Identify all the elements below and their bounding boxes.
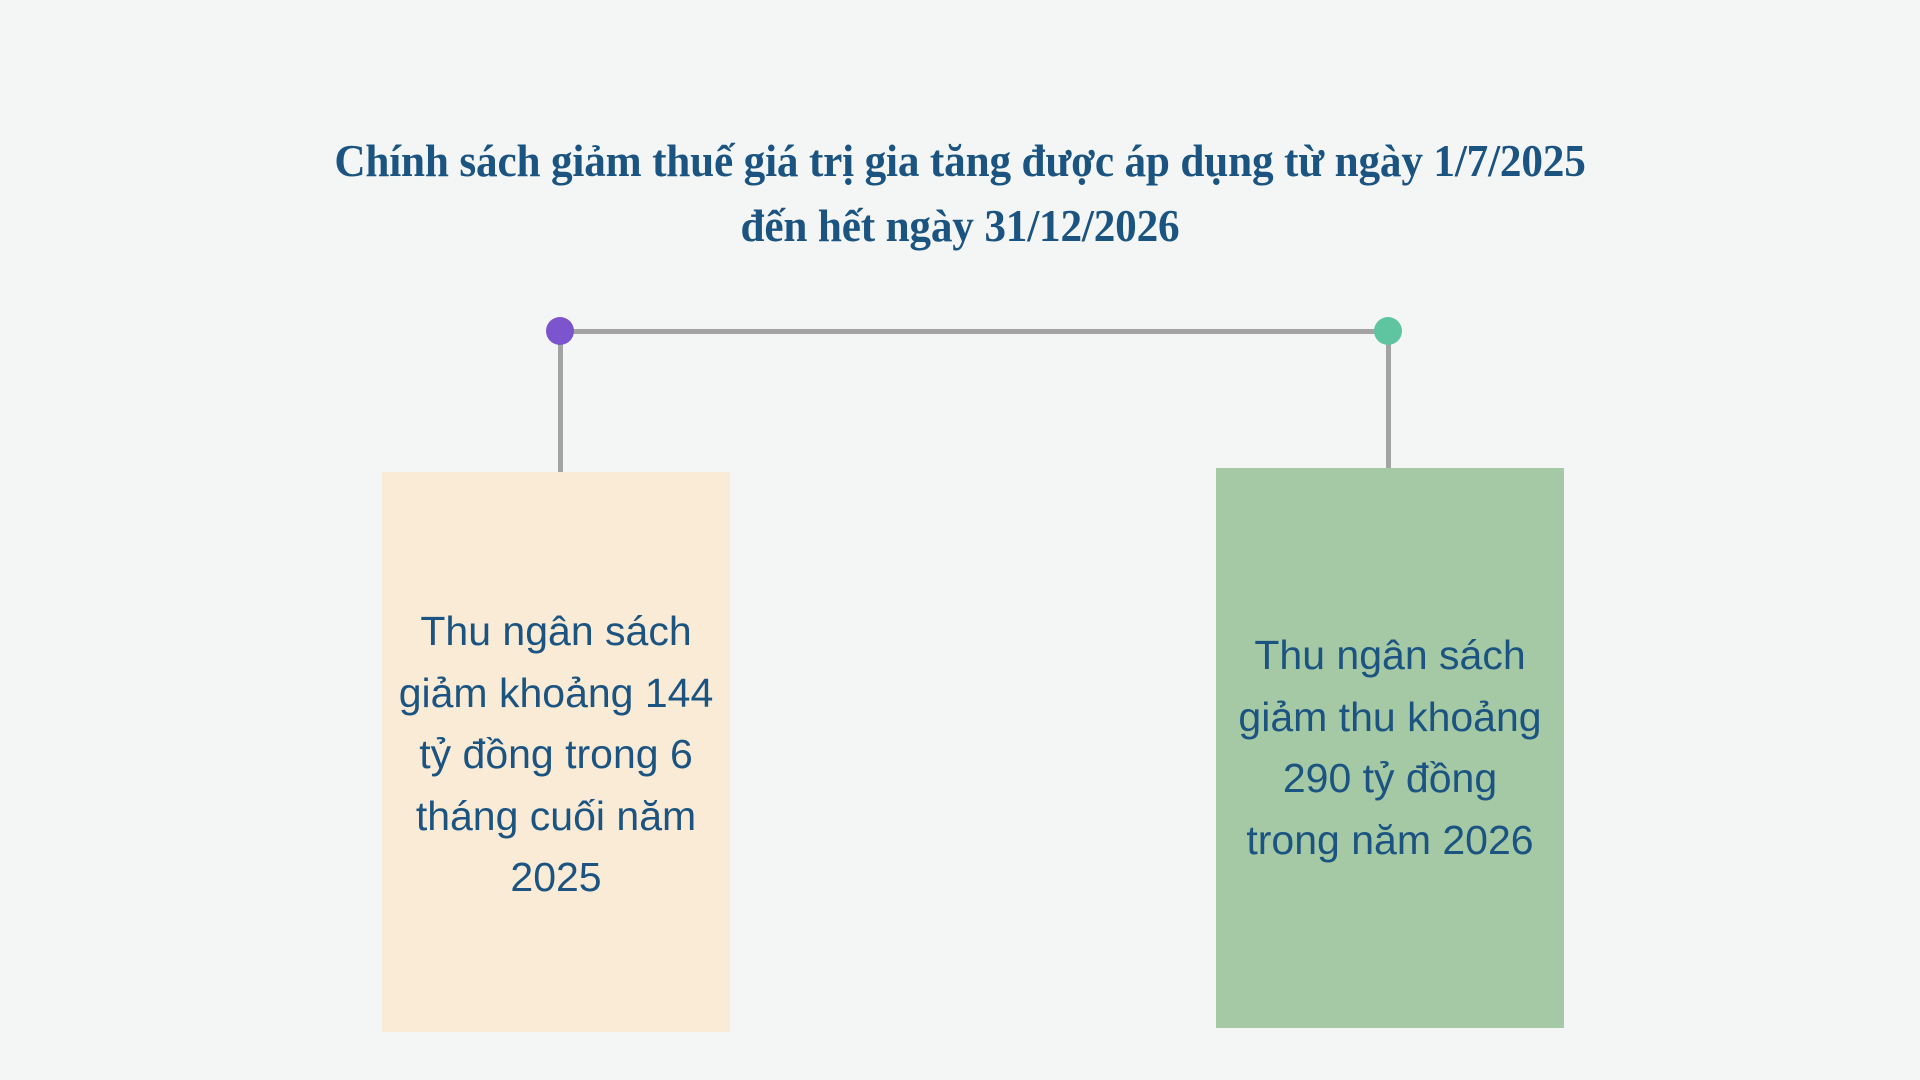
title-line-2: đến hết ngày 31/12/2026 — [740, 200, 1180, 252]
horizontal-connector-line — [560, 329, 1391, 334]
card-2026: Thu ngân sách giảm thu khoảng 290 tỷ đồn… — [1216, 468, 1564, 1028]
right-connector-stem — [1386, 332, 1391, 477]
card-2025-text: Thu ngân sách giảm khoảng 144 tỷ đồng tr… — [398, 608, 714, 901]
title-line-1: Chính sách giảm thuế giá trị gia tăng đư… — [334, 135, 1586, 186]
left-connector-stem — [558, 332, 563, 477]
left-node-dot-icon — [546, 317, 574, 345]
card-2025: Thu ngân sách giảm khoảng 144 tỷ đồng tr… — [382, 472, 730, 1032]
page-title: Chính sách giảm thuế giá trị gia tăng đư… — [255, 128, 1665, 259]
card-2026-text: Thu ngân sách giảm thu khoảng 290 tỷ đồn… — [1238, 632, 1542, 863]
right-node-dot-icon — [1374, 317, 1402, 345]
